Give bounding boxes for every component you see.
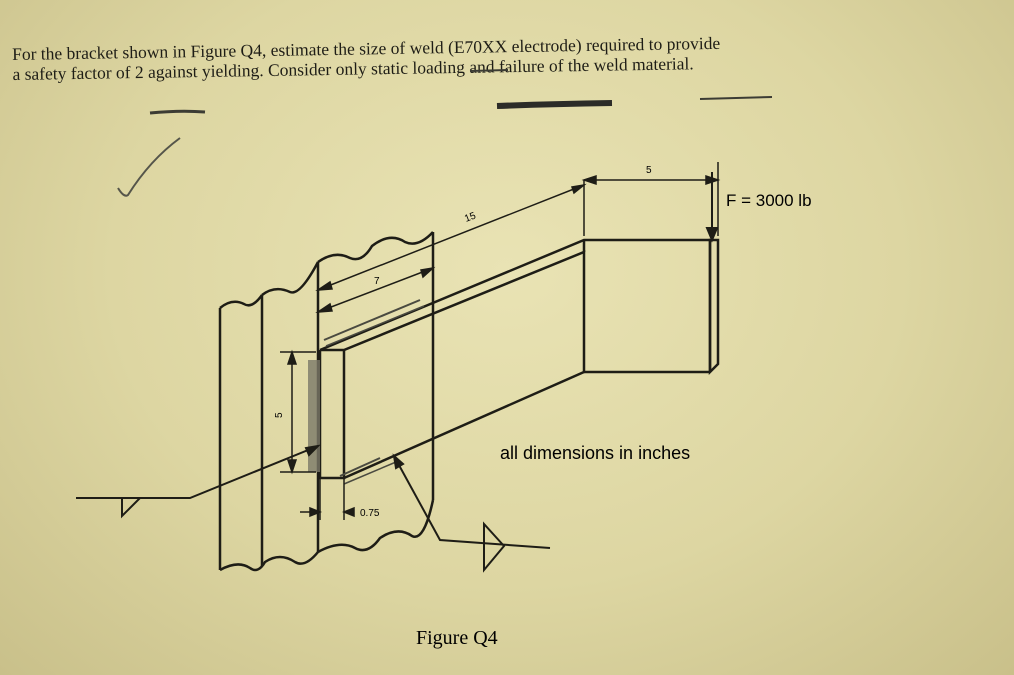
dimension-plate-height (280, 349, 316, 475)
dimension-overall-length (315, 183, 587, 291)
weld-symbol-left (76, 444, 321, 519)
dim-label-plate-height: 5 (274, 412, 285, 418)
dimension-gap (300, 478, 355, 520)
check-mark-icon (117, 137, 181, 197)
pencil-underlines (149, 69, 773, 115)
dim-label-gap: 0.75 (360, 508, 380, 519)
weld-marks (308, 299, 425, 485)
dimension-weld-length (315, 266, 436, 313)
support-column (218, 231, 435, 572)
dim-label-overall-length: 15 (463, 210, 478, 224)
dim-label-weld-length: 7 (374, 276, 380, 287)
force-label: F = 3000 lb (726, 191, 812, 210)
dim-label-top-width: 5 (646, 165, 652, 176)
dimensions-note: all dimensions in inches (500, 443, 690, 463)
figure-caption: Figure Q4 (416, 627, 498, 649)
weld-symbol-right (392, 453, 551, 573)
force-arrow (705, 172, 719, 243)
